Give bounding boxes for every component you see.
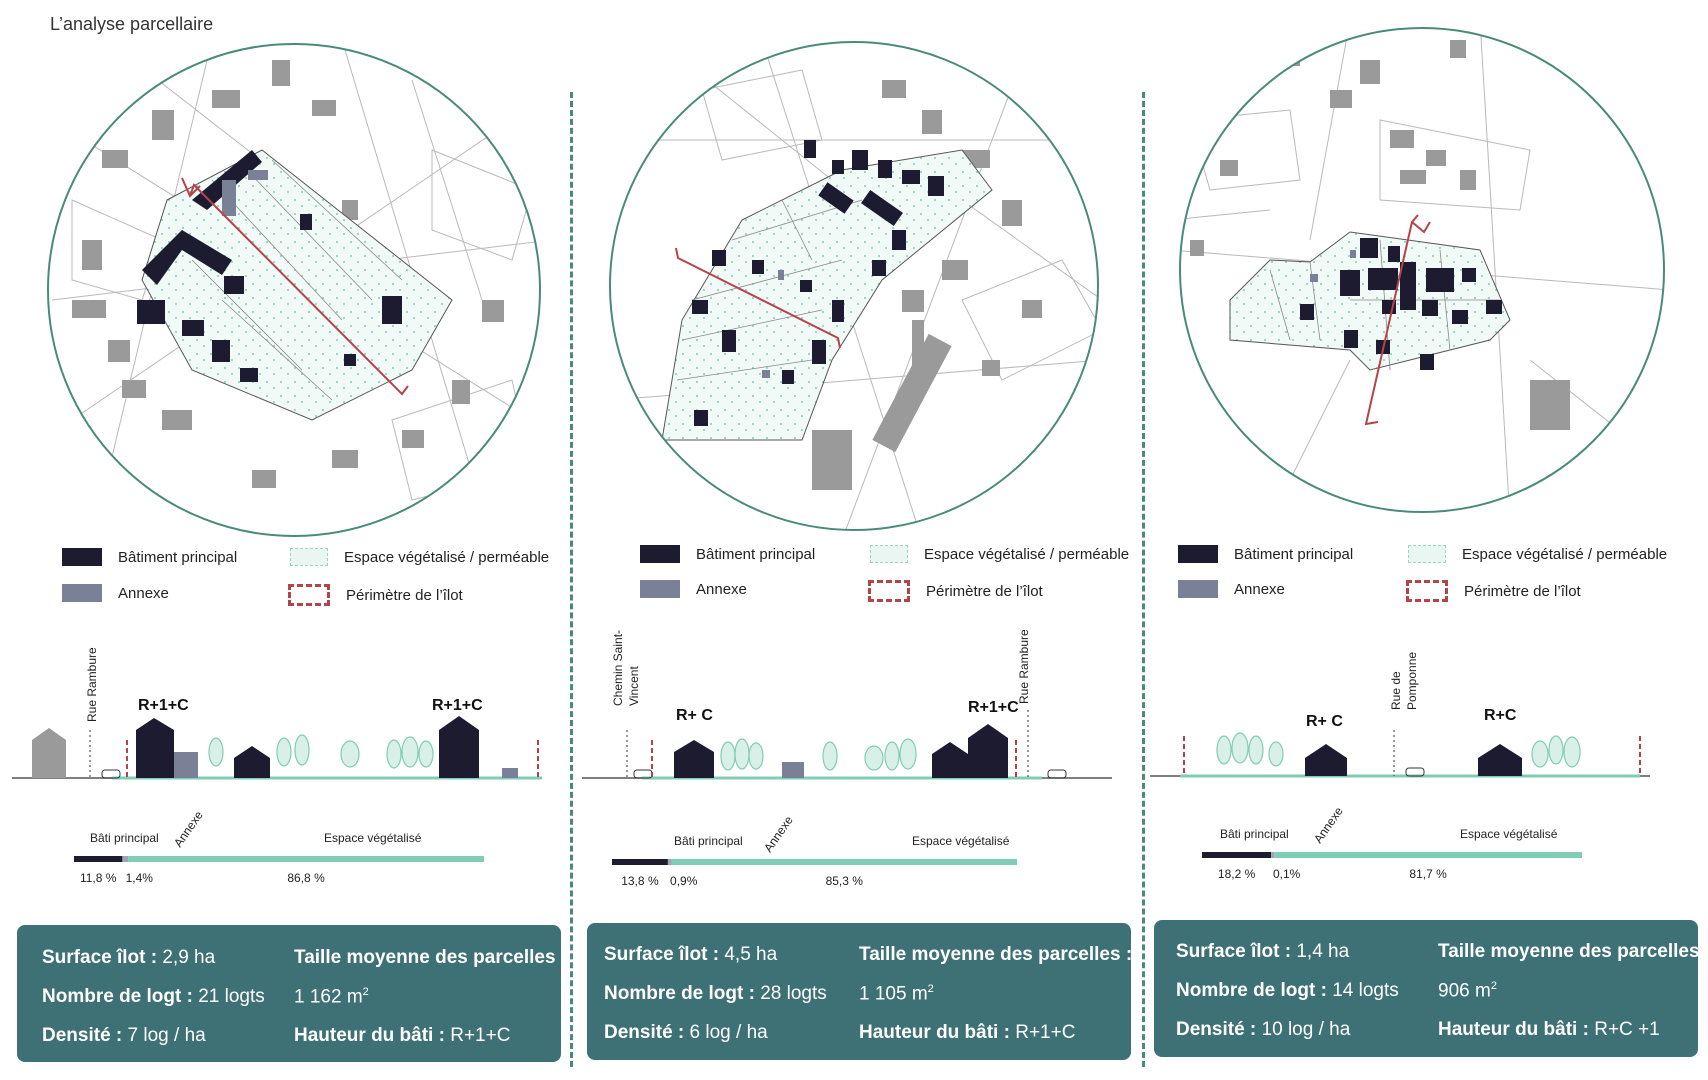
hauteur-value: R+1+C [1015,1022,1076,1043]
bar-label-main-1: Bâti principal [90,831,159,845]
bar-pct-annex-2: 0,9% [670,874,698,888]
bar-pct-main-2: 13,8 % [621,874,659,888]
parcel-map-3 [1179,27,1665,513]
legend-main-building: Bâtiment principal [640,545,815,563]
logements-value: 14 logts [1332,980,1399,1001]
legend-swatch-green [1408,545,1446,563]
legend-perimeter: Périmètre de l’îlot [868,580,1043,602]
height-label-2a: R+ C [676,707,713,724]
bar-label-green-1: Espace végétalisé [324,831,422,845]
bar-pct-main-1: 11,8 % [80,871,117,885]
hauteur-value: R+C +1 [1594,1019,1660,1040]
legend-swatch-green [290,548,328,566]
height-label-1a: R+1+C [138,697,189,714]
legend-annex: Annexe [62,584,169,602]
hauteur-value: R+1+C [450,1025,511,1046]
bar-pct-green-2: 85,3 % [826,874,864,888]
taille-value: 906 m [1438,980,1491,1002]
legend-swatch-annex [640,580,680,598]
bar-main-2 [612,859,668,865]
street-section-1: Rue Rambure R+1+C R+1+C [12,647,542,780]
bar-annex-3 [1271,852,1275,858]
height-label-3a: R+ C [1306,713,1343,730]
legend-annex: Annexe [1178,580,1285,598]
bar-pct-main-3: 18,2 % [1218,867,1256,881]
bar-label-annex-3: Annexe [1311,808,1346,846]
bar-label-main-3: Bâti principal [1220,827,1289,841]
bar-green-3 [1274,852,1582,858]
bar-label-annex-2: Annexe [761,815,796,855]
share-bar-3: Bâti principal Annexe Espace végétalisé … [1202,808,1582,881]
densite-value: 6 log / ha [689,1022,768,1043]
page-title: L’analyse parcellaire [50,14,214,34]
bar-pct-green-1: 86,8 % [287,871,325,885]
info-panel-1: Surface îlot : 2,9 ha Nombre de logt : 2… [17,925,567,1062]
taille-value: 1 162 m [294,986,363,1008]
column-divider-2 [1142,92,1145,1067]
bar-label-main-2: Bâti principal [674,834,743,848]
legend-swatch-perimeter [1406,580,1448,602]
street-name-3a: Rue de [1389,671,1403,710]
bar-main-1 [74,856,123,862]
legend-main-building: Bâtiment principal [62,548,237,566]
block-column-1: Bâtiment principal Espace végétalisé / p… [12,0,572,1080]
logements-value: 21 logts [198,986,265,1007]
bar-label-green-3: Espace végétalisé [1460,827,1558,841]
legend-perimeter: Périmètre de l’îlot [1406,580,1581,602]
densite-value: 10 log / ha [1261,1019,1351,1040]
share-bar-2: Bâti principal Annexe Espace végétalisé … [612,815,1017,888]
bar-label-green-2: Espace végétalisé [912,834,1010,848]
legend-swatch-main [62,548,102,566]
surface-value: 1,4 ha [1296,941,1350,962]
bar-main-3 [1202,852,1272,858]
info-panel-3: Surface îlot : 1,4 ha Nombre de logt : 1… [1154,920,1708,1057]
share-bar-1: Bâti principal Annexe Espace végétalisé … [74,812,484,885]
block-column-3: Bâtiment principal Espace végétalisé / p… [1150,0,1708,1080]
height-label-3b: R+C [1484,707,1517,724]
legend-swatch-annex [62,584,102,602]
street-name-3b: Pomponne [1405,652,1419,710]
legend-swatch-perimeter [288,584,330,606]
bar-pct-annex-1: 1,4% [126,871,154,885]
legend-annex: Annexe [640,580,747,598]
bar-annex-1 [122,856,129,862]
legend-main-building: Bâtiment principal [1178,545,1353,563]
legend-swatch-green [870,545,908,563]
surface-value: 4,5 ha [724,944,778,965]
legend-perimeter: Périmètre de l’îlot [288,584,463,606]
legend-swatch-main [640,545,680,563]
legend-swatch-annex [1178,580,1218,598]
bar-annex-2 [667,859,672,865]
legend-green-space: Espace végétalisé / perméable [1408,545,1667,563]
bar-label-annex-1: Annexe [171,812,206,850]
legend-swatch-perimeter [868,580,910,602]
surface-value: 2,9 ha [162,947,216,968]
street-name-1: Rue Rambure [85,647,99,722]
bar-green-2 [671,859,1017,865]
block-column-2: Bâtiment principal Espace végétalisé / p… [582,0,1142,1080]
column-divider-1 [570,92,573,1067]
legend-swatch-main [1178,545,1218,563]
bar-green-1 [128,856,484,862]
legend-green-space: Espace végétalisé / perméable [290,548,549,566]
height-label-2b: R+1+C [968,699,1019,716]
parcel-map-2 [609,41,1099,531]
legend-green-space: Espace végétalisé / perméable [870,545,1129,563]
taille-value: 1 105 m [859,983,928,1005]
parcel-map-1 [47,43,541,537]
bar-pct-annex-3: 0,1% [1273,867,1301,881]
street-name-2a: Chemin Saint- [611,630,625,706]
street-section-2: Chemin Saint- Vincent Rue Rambure R+ C R… [582,630,1112,780]
height-label-1b: R+1+C [432,697,483,714]
bar-pct-green-3: 81,7 % [1409,867,1447,881]
street-name-2c: Rue Rambure [1017,630,1031,704]
logements-value: 28 logts [760,983,827,1004]
street-section-3: Rue de Pomponne R+ C R+C [1150,652,1650,778]
info-panel-2: Surface îlot : 4,5 ha Nombre de logt : 2… [587,923,1132,1060]
street-name-2b: Vincent [627,666,641,706]
densite-value: 7 log / ha [127,1025,206,1046]
